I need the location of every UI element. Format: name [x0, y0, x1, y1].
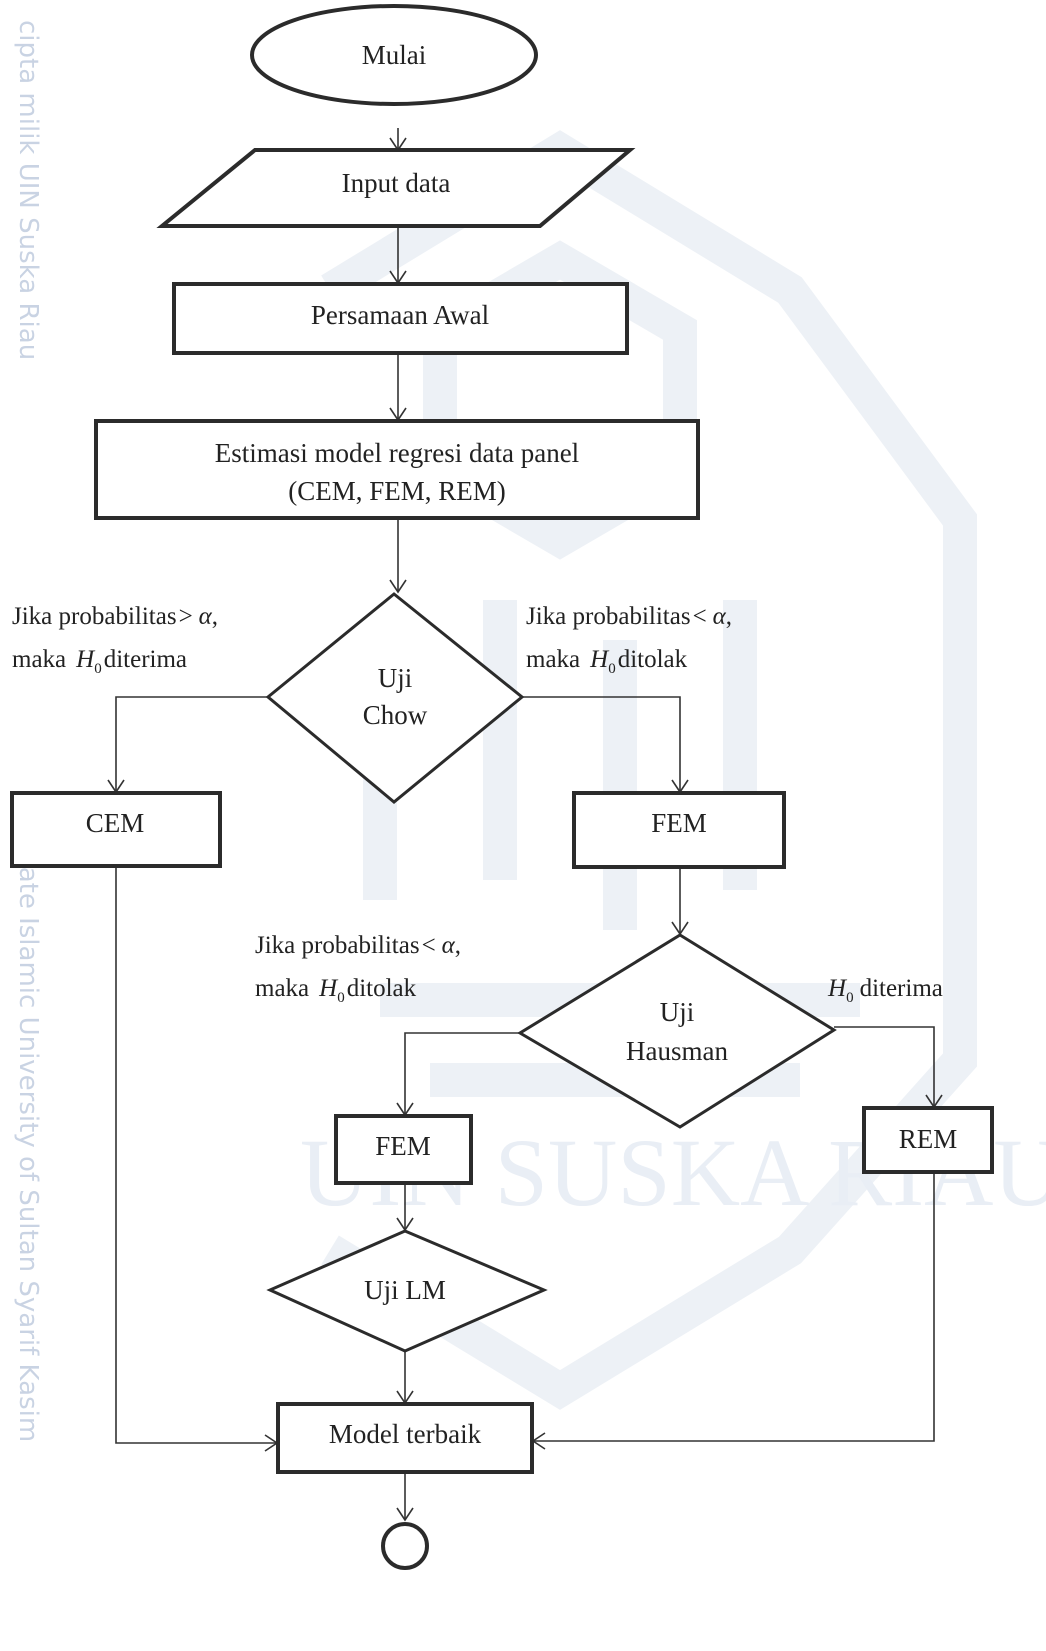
watermark-side-text-upper: cipta milik UIN Suska Riau	[13, 20, 43, 360]
fem-hausman-label: FEM	[375, 1131, 431, 1161]
best-model-box	[276, 1402, 534, 1474]
edge-hausman-to-rem	[834, 1026, 935, 1107]
start-terminator	[250, 4, 538, 106]
chow-test-decision	[265, 592, 525, 804]
end-terminator	[381, 1522, 429, 1570]
arrowhead	[389, 579, 407, 594]
nodes: Mulai Input data Persamaan Awal Estimasi…	[10, 4, 994, 1570]
edge-chow-to-cem	[115, 696, 268, 792]
rem-label: REM	[899, 1124, 958, 1154]
rem-box	[862, 1106, 994, 1174]
lm-test-label: Uji LM	[364, 1275, 446, 1305]
watermark-side-text-lower: State Islamic University of Sultan Syari…	[13, 840, 43, 1442]
edge-hausman-to-fem	[404, 1032, 520, 1115]
initial-equation-label: Persamaan Awal	[311, 300, 489, 330]
fem-chow-box	[572, 791, 786, 869]
chow-label-line1: Uji	[378, 663, 413, 693]
estimation-label-line1: Estimasi model regresi data panel	[215, 438, 579, 468]
estimation-box	[94, 419, 700, 520]
input-label: Input data	[342, 168, 451, 198]
chow-label-line2: Chow	[363, 700, 428, 730]
fem-chow-label: FEM	[651, 808, 707, 838]
hausman-label-line1: Uji	[660, 997, 695, 1027]
arrowhead	[396, 1507, 414, 1522]
cem-label: CEM	[86, 808, 145, 838]
lm-test-decision	[266, 1229, 548, 1353]
condition-line1: Jika probabilitas<α,	[526, 603, 732, 630]
cem-box	[10, 791, 222, 868]
watermark: UIN SUSKA RIAU cipta milik UIN Suska Ria…	[13, 20, 1046, 1442]
initial-equation-box	[172, 282, 629, 355]
edge-rem-to-best-model	[533, 1172, 935, 1442]
start-label: Mulai	[362, 40, 427, 70]
estimation-label-line2: (CEM, FEM, REM)	[288, 476, 506, 506]
condition-line1: Jika probabilitas>α,	[12, 603, 218, 630]
hausman-test-decision	[517, 933, 837, 1129]
best-model-label: Model terbaik	[329, 1419, 482, 1449]
hausman-label-line2: Hausman	[626, 1036, 728, 1066]
edge-chow-to-fem	[522, 696, 681, 792]
condition-line1: Jika probabilitas<α,	[255, 932, 461, 959]
edge-cem-to-best-model	[115, 866, 277, 1444]
input-parallelogram	[156, 148, 636, 228]
fem-hausman-box	[334, 1114, 473, 1185]
